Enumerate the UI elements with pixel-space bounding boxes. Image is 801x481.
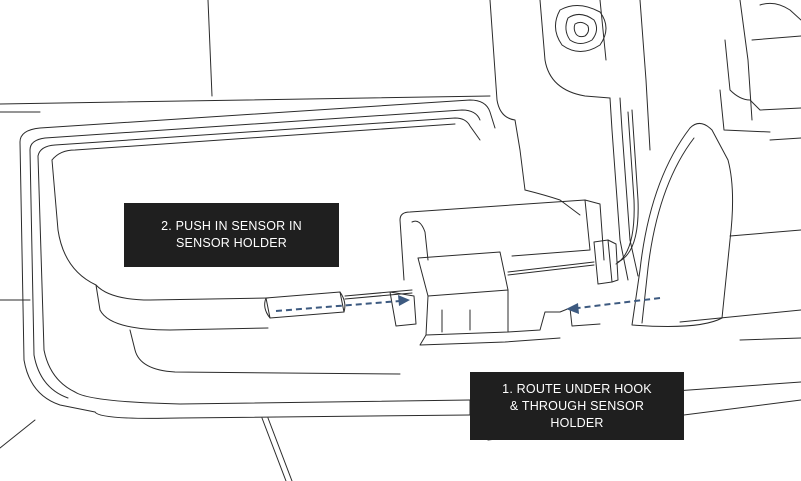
sensor-cable	[344, 109, 639, 300]
callout-route-line-3: HOLDER	[550, 415, 604, 430]
route-arrow-head	[566, 303, 579, 314]
callout-push-line-2: SENSOR HOLDER	[176, 236, 287, 250]
arrow-heads	[398, 295, 579, 314]
push-arrow-line	[275, 300, 401, 312]
callout-push-line-1: 2. PUSH IN SENSOR IN	[161, 219, 302, 233]
hook-fin	[631, 123, 734, 327]
sensor-probe	[264, 291, 346, 319]
right-structure	[719, 0, 801, 133]
vertical-post	[489, 0, 651, 281]
callout-route-under-hook: 1. ROUTE UNDER HOOK & THROUGH SENSOR HOL…	[470, 372, 684, 440]
route-arrow-line	[577, 297, 661, 309]
callout-push-sensor: 2. PUSH IN SENSOR IN SENSOR HOLDER	[124, 203, 339, 267]
direction-arrows	[275, 297, 661, 312]
sensor-holder	[389, 199, 605, 346]
callout-route-line-1: 1. ROUTE UNDER HOOK	[502, 381, 652, 396]
callout-route-line-2: & THROUGH SENSOR	[509, 398, 645, 413]
push-arrow-head	[398, 295, 410, 306]
small-hook	[593, 239, 619, 285]
tray-body	[19, 99, 801, 419]
